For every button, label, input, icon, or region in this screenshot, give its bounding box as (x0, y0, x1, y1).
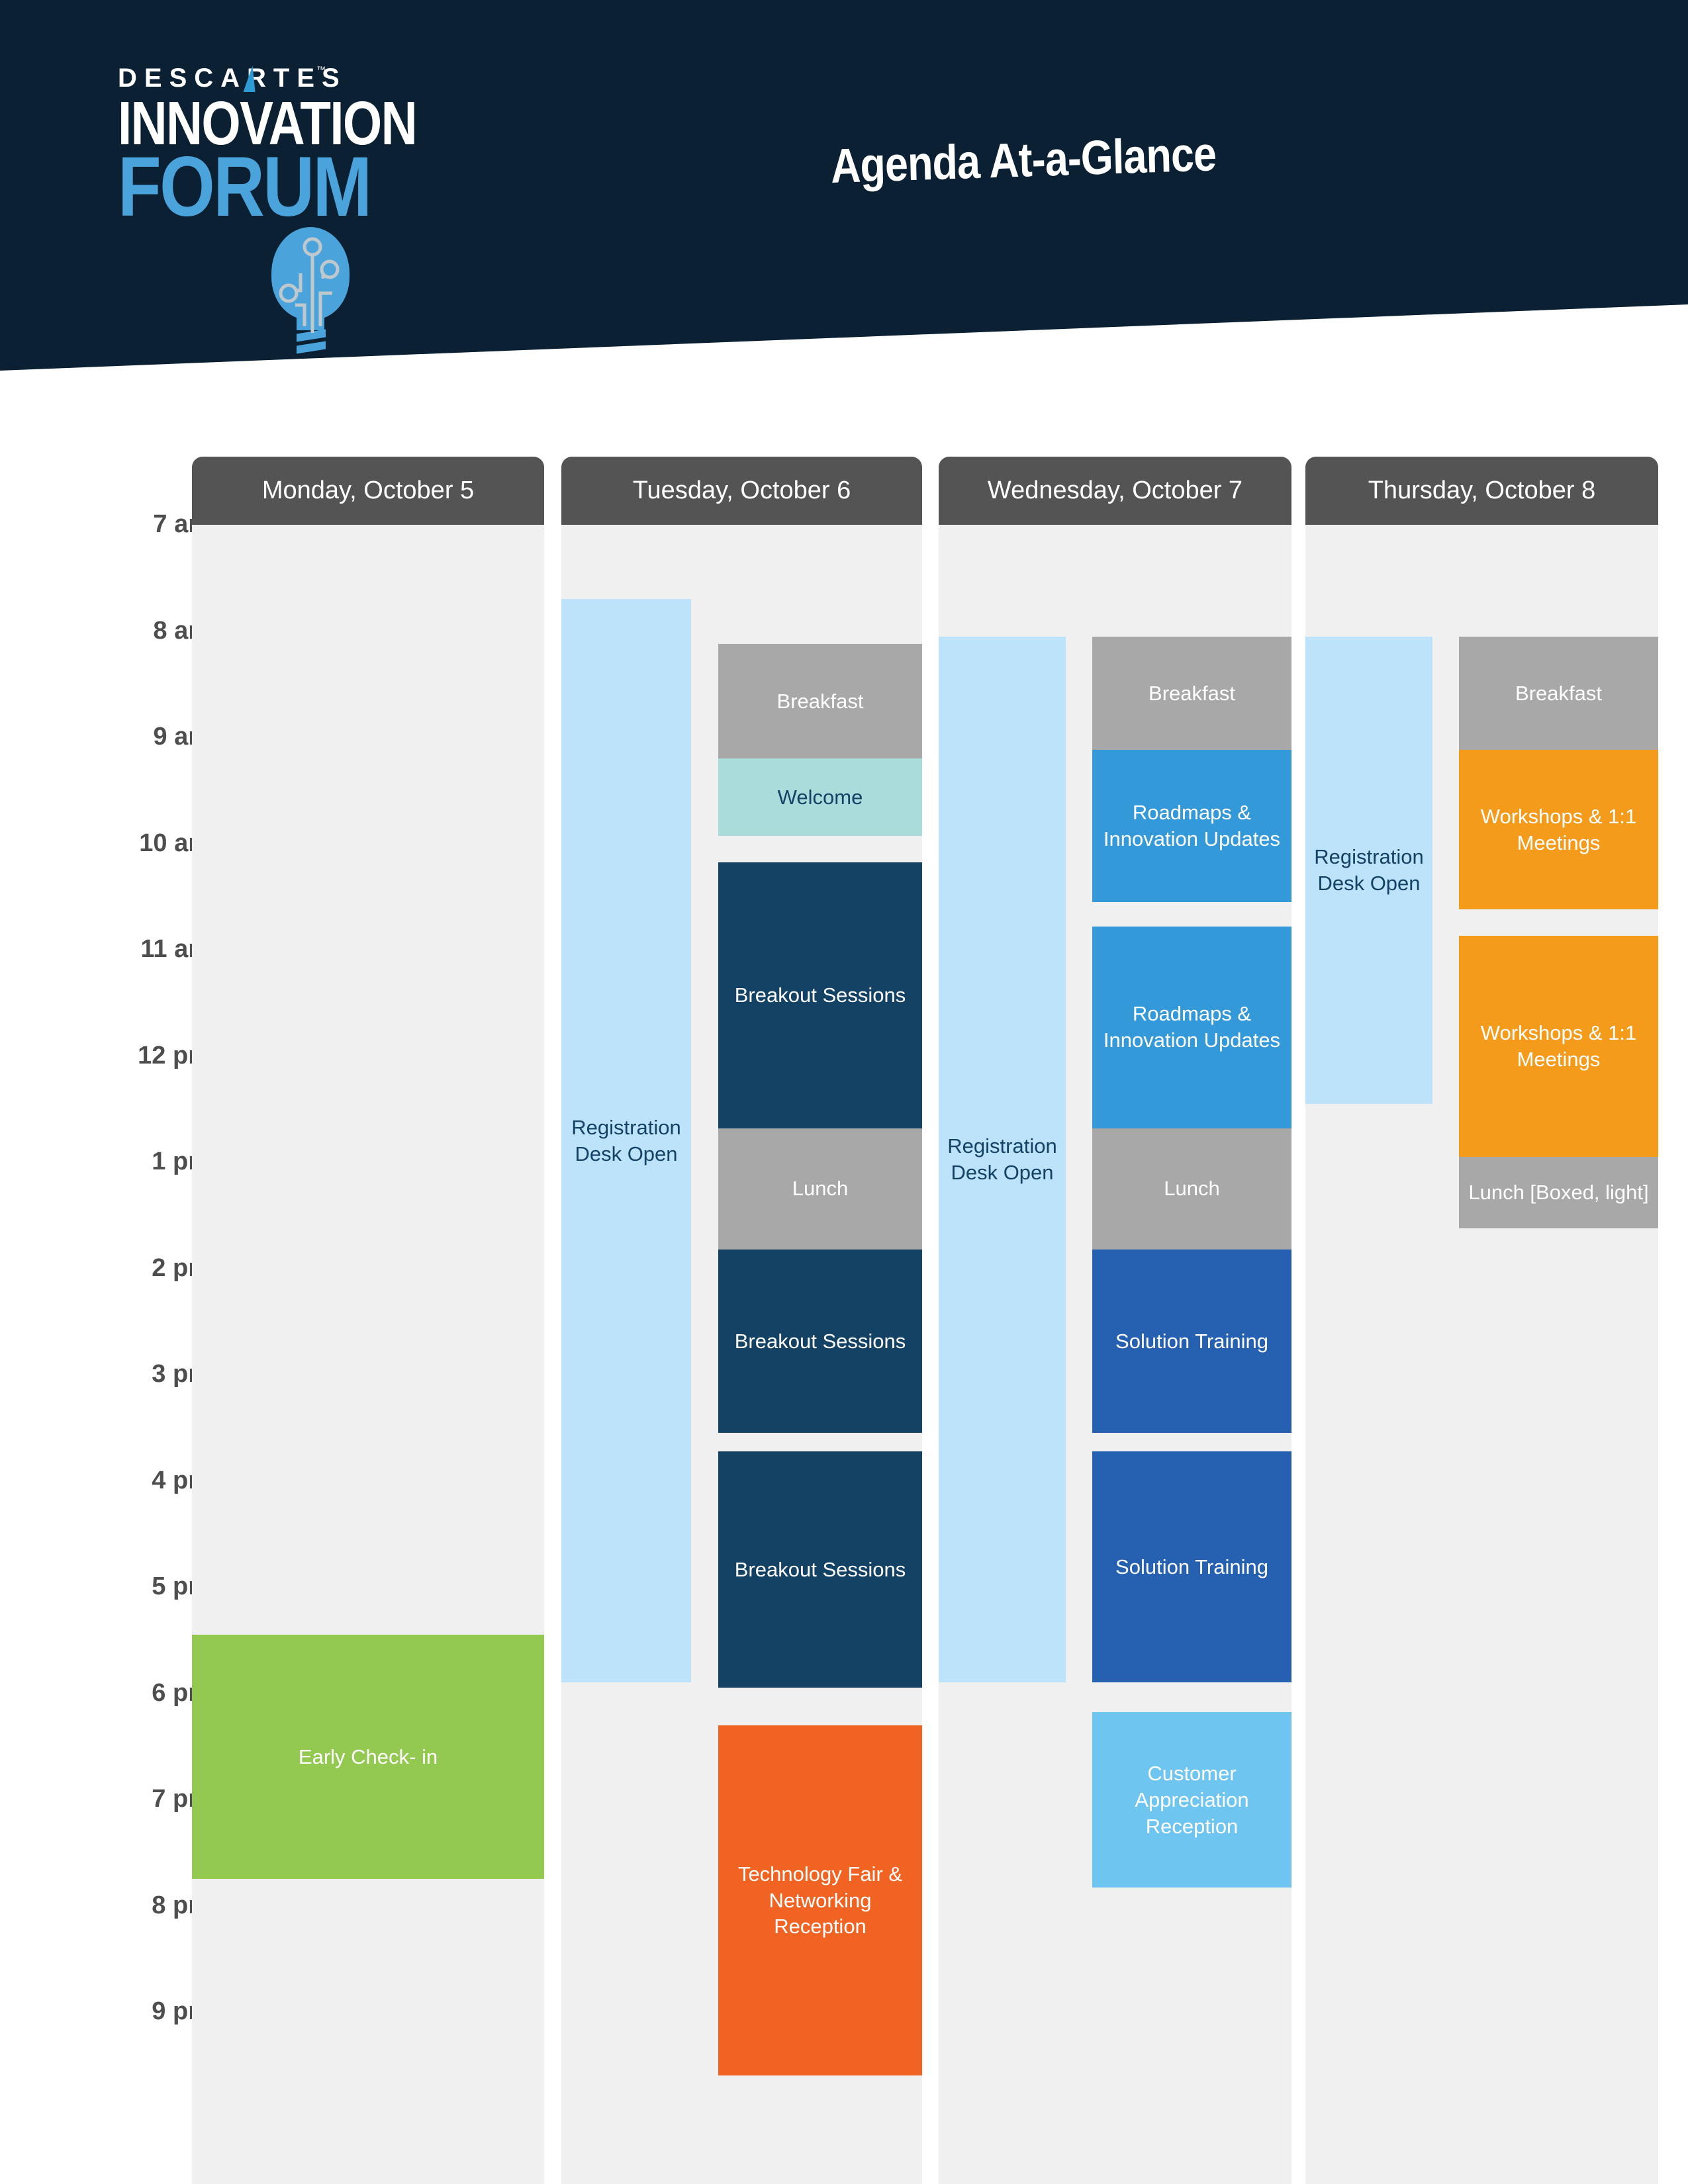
time-label-5-pm: 5 pm (152, 1572, 211, 1600)
event-thursday-lunch-boxed-light[interactable]: Lunch [Boxed, light] (1459, 1156, 1658, 1228)
day-header-tuesday[interactable]: Tuesday, October 6 (561, 457, 922, 525)
time-label-11-am: 11 am (140, 935, 211, 963)
time-label-4-pm: 4 pm (152, 1466, 211, 1494)
logo-innovation-text: INNOVATION (118, 89, 418, 158)
time-label-1-pm: 1 pm (152, 1148, 211, 1175)
time-label-10-am: 10 am (139, 829, 211, 857)
time-label-9-am: 9 am (153, 723, 211, 751)
day-column-monday: Monday, October 5 (192, 457, 544, 2184)
event-wednesday-roadmaps-innovation-updates-1[interactable]: Roadmaps & Innovation Updates (1092, 750, 1291, 902)
descartes-text: DESCARTES (118, 64, 347, 93)
time-label-12-pm: 12 pm (138, 1041, 211, 1069)
event-thursday-workshops-11-meetings-2[interactable]: Workshops & 1:1 Meetings (1459, 936, 1658, 1157)
event-thursday-workshops-11-meetings-1[interactable]: Workshops & 1:1 Meetings (1459, 750, 1658, 909)
day-header-monday[interactable]: Monday, October 5 (192, 457, 544, 525)
event-tuesday-registration-desk-open[interactable]: Registration Desk Open (561, 599, 691, 1683)
event-wednesday-customer-appreciation-reception[interactable]: Customer Appreciation Reception (1092, 1712, 1291, 1888)
day-header-thursday[interactable]: Thursday, October 8 (1305, 457, 1658, 525)
time-label-6-pm: 6 pm (152, 1678, 211, 1707)
event-wednesday-solution-training-2[interactable]: Solution Training (1092, 1451, 1291, 1683)
time-label-8-am: 8 am (153, 616, 211, 645)
event-tuesday-lunch[interactable]: Lunch (718, 1128, 922, 1250)
logo-forum-text: FORUM (118, 139, 372, 234)
header-banner (0, 0, 1688, 371)
circuit-trace-icon (279, 237, 340, 333)
event-wednesday-solution-training-1[interactable]: Solution Training (1092, 1249, 1291, 1433)
event-thursday-registration-desk-open[interactable]: Registration Desk Open (1305, 636, 1432, 1104)
lightbulb-icon (271, 227, 356, 359)
day-header-wednesday[interactable]: Wednesday, October 7 (939, 457, 1291, 525)
time-label-3-pm: 3 pm (152, 1360, 211, 1388)
event-tuesday-breakout-sessions-3[interactable]: Breakout Sessions (718, 1451, 922, 1688)
event-monday-early-check-in[interactable]: Early Check- in (192, 1635, 544, 1880)
event-tuesday-breakfast[interactable]: Breakfast (718, 643, 922, 759)
event-wednesday-registration-desk-open[interactable]: Registration Desk Open (939, 636, 1066, 1683)
event-tuesday-welcome[interactable]: Welcome (718, 758, 922, 837)
time-label-7-am: 7 am (153, 510, 211, 538)
event-thursday-breakfast[interactable]: Breakfast (1459, 636, 1658, 751)
trademark-symbol: ™ (316, 64, 326, 75)
event-wednesday-roadmaps-innovation-updates-2[interactable]: Roadmaps & Innovation Updates (1092, 926, 1291, 1128)
day-body-monday (192, 525, 544, 2184)
time-label-2-pm: 2 pm (152, 1253, 211, 1282)
descartes-wordmark: DESCARTES ™ (118, 63, 502, 93)
time-label-9-pm: 9 pm (152, 1997, 211, 2025)
event-tuesday-breakout-sessions-2[interactable]: Breakout Sessions (718, 1249, 922, 1433)
time-label-8-pm: 8 pm (152, 1891, 211, 1919)
time-label-7-pm: 7 pm (152, 1785, 211, 1813)
event-wednesday-lunch[interactable]: Lunch (1092, 1128, 1291, 1250)
descartes-innovation-forum-logo: DESCARTES ™ INNOVATION FORUM (118, 63, 502, 354)
event-wednesday-breakfast[interactable]: Breakfast (1092, 636, 1291, 751)
event-tuesday-breakout-sessions-1[interactable]: Breakout Sessions (718, 862, 922, 1128)
event-tuesday-technology-fair-networking-reception[interactable]: Technology Fair & Networking Reception (718, 1725, 922, 2076)
